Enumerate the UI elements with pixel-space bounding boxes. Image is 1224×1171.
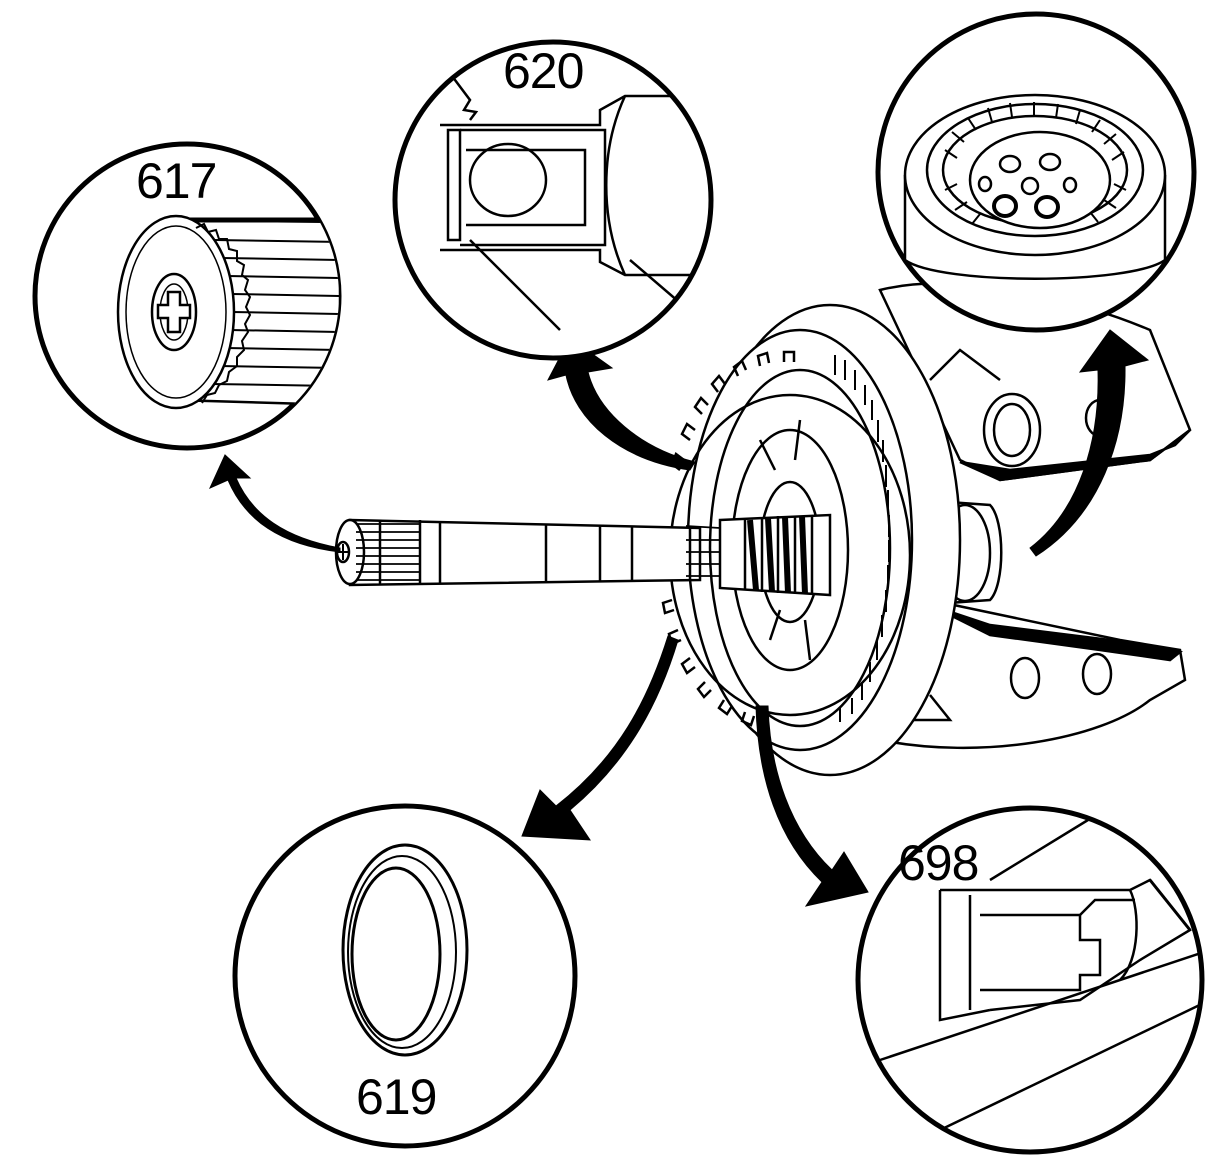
callout-circle-617 [32,141,342,451]
ring-gear-teeth [834,355,890,722]
splined-shaft-end-icon [116,214,339,410]
callout-label-619: 619 [356,1069,437,1125]
arrow-to-698 [755,705,869,907]
callout-label-698: 698 [898,835,979,891]
callout-label-620: 620 [503,43,584,99]
callout-arrows [209,329,1150,907]
seal-groove-detail-icon [879,818,1202,1132]
sealing-ring-icon [341,843,469,1057]
callout-circle-drum [875,11,1197,333]
callout-circle-620 [392,39,714,361]
input-shaft-assembly [334,282,1192,777]
arrow-to-drum [1029,329,1150,557]
callout-circle-619 [232,803,578,1149]
clutch-drum-interior-icon [903,93,1167,280]
arrow-to-617 [209,454,341,553]
shaft-splines [356,523,721,581]
arrow-to-619 [521,635,679,841]
callout-circle-698 [855,805,1205,1155]
callout-label-617: 617 [136,153,217,209]
input-shaft [334,513,832,597]
